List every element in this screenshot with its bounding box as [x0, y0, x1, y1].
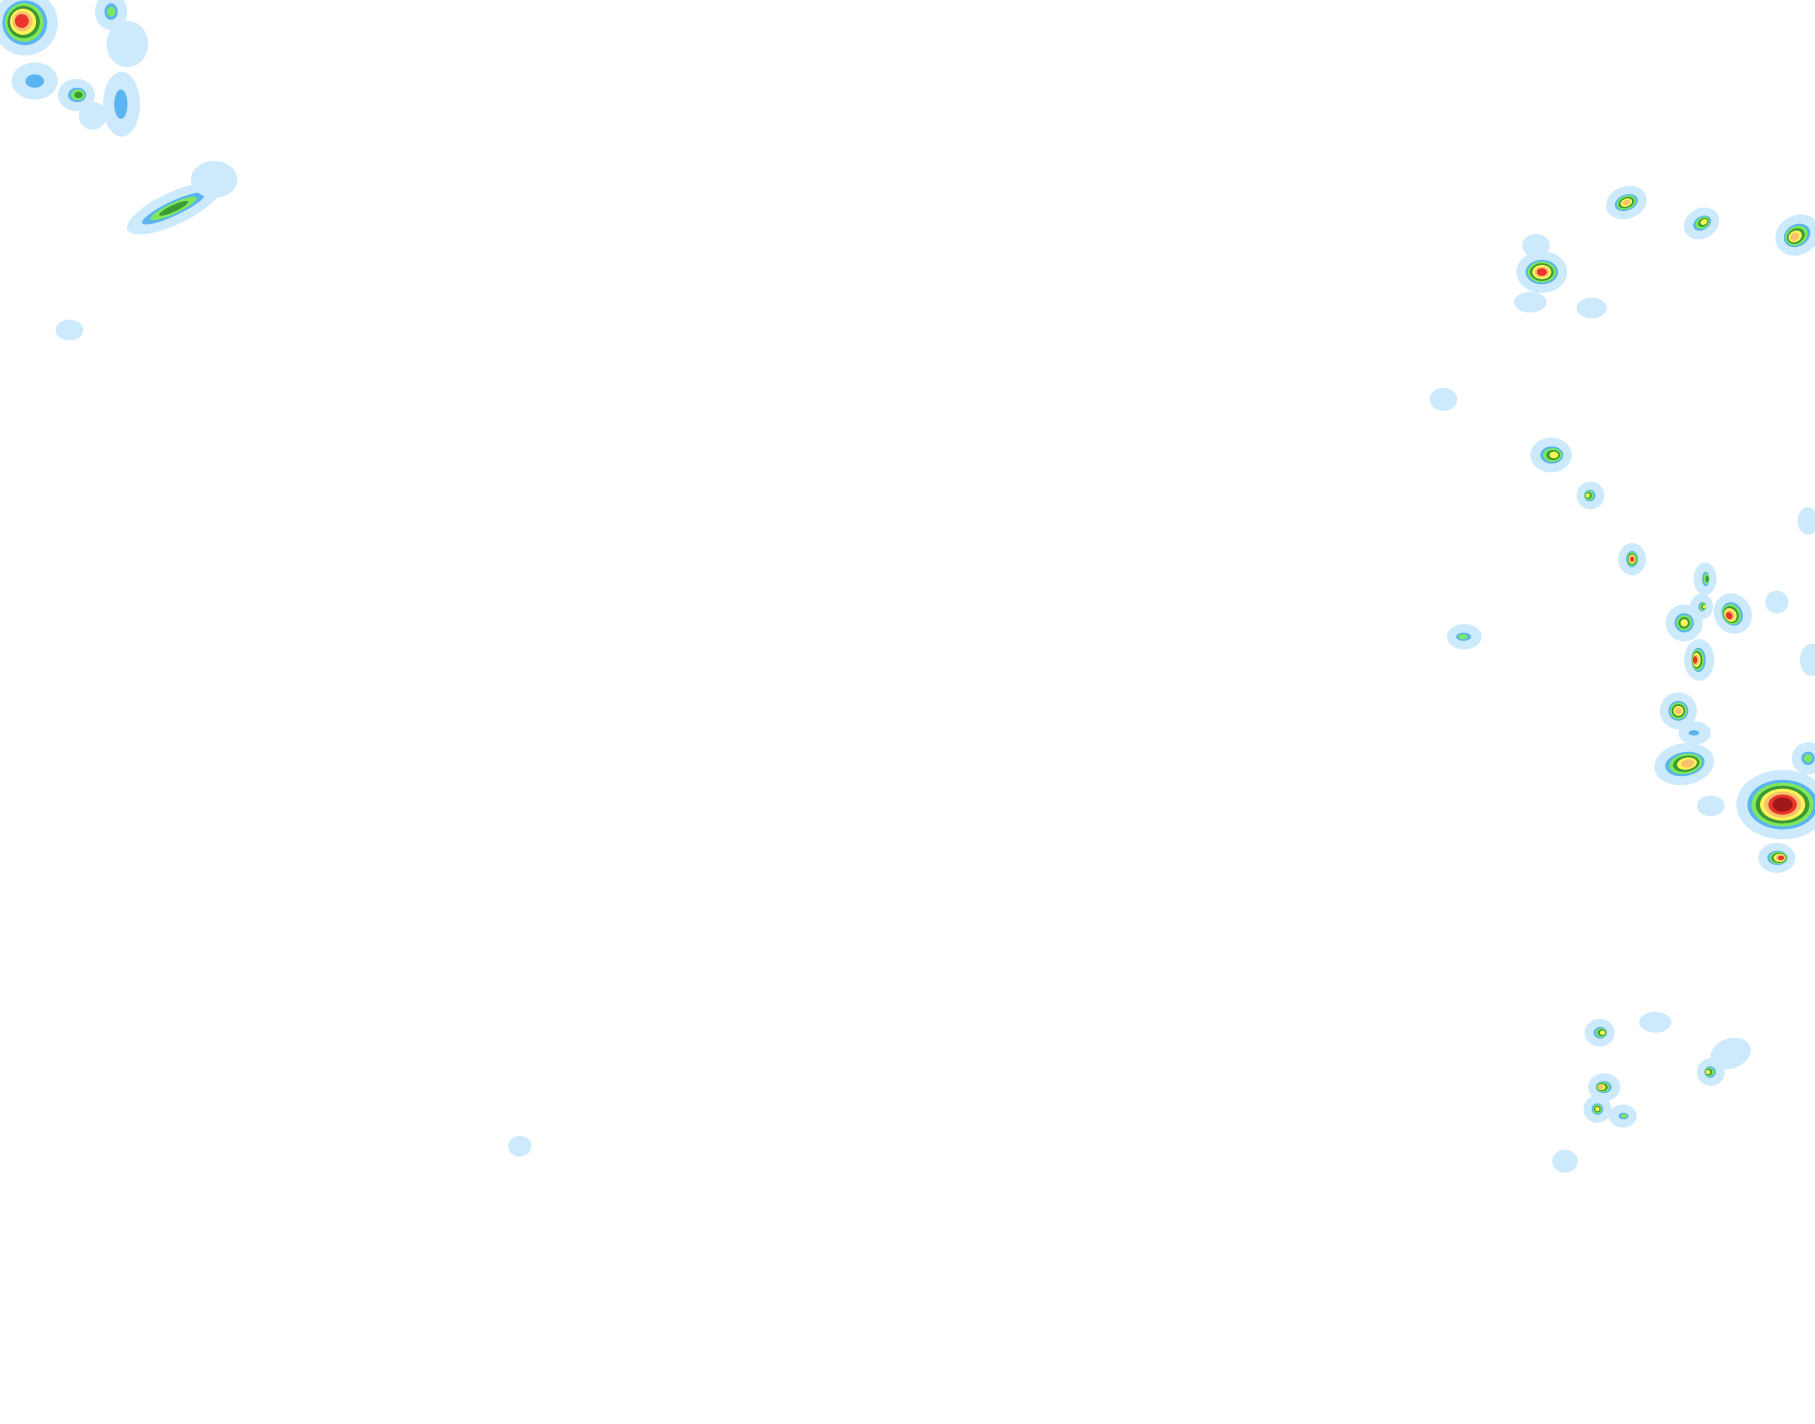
precipitation-cell — [1514, 291, 1547, 313]
reflectivity-level-0 — [78, 101, 107, 130]
reflectivity-level-0 — [1552, 1149, 1578, 1173]
reflectivity-level-3 — [74, 91, 83, 99]
precipitation-cell — [1696, 795, 1725, 817]
reflectivity-level-5 — [1622, 199, 1631, 206]
reflectivity-level-4 — [1595, 1106, 1600, 1112]
reflectivity-level-5 — [1598, 1085, 1604, 1090]
reflectivity-level-6 — [1630, 556, 1634, 562]
reflectivity-level-0 — [106, 20, 149, 68]
precipitation-cell — [1429, 387, 1458, 411]
precipitation-cell — [1576, 297, 1607, 319]
precipitation-cell — [1791, 742, 1815, 775]
reflectivity-level-0 — [1522, 233, 1550, 258]
precipitation-cell — [1693, 562, 1717, 596]
reflectivity-level-0 — [1429, 387, 1458, 411]
precipitation-cell — [1799, 643, 1815, 677]
precipitation-cell — [1775, 214, 1815, 256]
precipitation-cell — [1608, 1104, 1637, 1128]
precipitation-cell — [1713, 593, 1752, 634]
precipitation-cell — [11, 62, 58, 100]
reflectivity-level-4 — [1549, 451, 1559, 459]
reflectivity-level-5 — [1675, 707, 1682, 715]
reflectivity-level-0 — [1639, 1011, 1672, 1033]
reflectivity-level-2 — [1804, 754, 1813, 763]
reflectivity-level-0 — [1576, 297, 1607, 319]
reflectivity-level-6 — [1777, 855, 1785, 861]
precipitation-cell — [1797, 507, 1815, 535]
reflectivity-level-4 — [1700, 219, 1708, 225]
precipitation-cell — [1689, 593, 1714, 620]
precipitation-cell — [1588, 1073, 1621, 1101]
reflectivity-level-0 — [1799, 643, 1815, 677]
precipitation-cell — [126, 182, 221, 235]
precipitation-cell — [1684, 639, 1715, 681]
reflectivity-level-0 — [1696, 795, 1725, 817]
reflectivity-level-6 — [1692, 656, 1698, 664]
reflectivity-level-4 — [1585, 493, 1590, 498]
precipitation-cell — [57, 78, 95, 112]
precipitation-cell — [1678, 721, 1711, 745]
precipitation-cell — [1516, 251, 1568, 293]
reflectivity-level-0 — [508, 1135, 532, 1157]
reflectivity-level-4 — [1680, 619, 1688, 627]
reflectivity-level-4 — [1702, 604, 1706, 609]
reflectivity-level-4 — [1705, 1069, 1711, 1075]
reflectivity-level-7 — [1772, 797, 1793, 812]
reflectivity-level-0 — [1514, 291, 1547, 313]
reflectivity-level-1 — [114, 89, 128, 119]
precipitation-cell — [1696, 1058, 1725, 1086]
precipitation-cell — [1659, 692, 1697, 730]
precipitation-cell — [94, 0, 128, 31]
reflectivity-level-3 — [159, 200, 189, 216]
reflectivity-level-6 — [14, 14, 29, 28]
precipitation-cell — [1552, 1149, 1578, 1173]
precipitation-cell — [1584, 1018, 1615, 1047]
precipitation-cell — [1710, 1037, 1751, 1070]
reflectivity-level-1 — [1688, 730, 1700, 736]
reflectivity-level-0 — [1710, 1037, 1751, 1070]
reflectivity-level-5 — [1680, 759, 1695, 768]
reflectivity-level-3 — [1705, 575, 1709, 583]
precipitation-cell — [0, 0, 58, 56]
precipitation-cell — [1605, 185, 1647, 220]
reflectivity-level-0 — [55, 319, 84, 341]
reflectivity-level-0 — [1765, 590, 1789, 614]
precipitation-cell — [1618, 542, 1647, 576]
precipitation-cell — [78, 101, 107, 130]
precipitation-cell — [1654, 742, 1715, 786]
precipitation-cell — [1530, 437, 1572, 473]
precipitation-cell — [1576, 481, 1605, 510]
precipitation-cell — [1639, 1011, 1672, 1033]
precipitation-cell — [508, 1135, 532, 1157]
precipitation-cell — [1522, 233, 1550, 258]
precipitation-cell — [190, 160, 238, 198]
reflectivity-level-6 — [1536, 268, 1547, 276]
reflectivity-level-2 — [107, 6, 116, 17]
precipitation-cell — [1683, 207, 1720, 240]
precipitation-cell — [55, 319, 84, 341]
reflectivity-level-2 — [1621, 1114, 1628, 1119]
precipitation-cell — [103, 71, 141, 137]
precipitation-cell — [1446, 624, 1482, 650]
precipitation-cell — [106, 20, 149, 68]
reflectivity-level-2 — [1458, 634, 1468, 640]
precipitation-cell — [1736, 769, 1815, 840]
precipitation-cell — [1583, 1095, 1612, 1123]
reflectivity-level-5 — [1790, 232, 1800, 241]
precipitation-cell — [1758, 842, 1796, 873]
reflectivity-level-0 — [190, 160, 238, 198]
reflectivity-level-0 — [1797, 507, 1815, 535]
reflectivity-level-6 — [1725, 612, 1733, 620]
precipitation-cell — [1765, 590, 1789, 614]
reflectivity-level-1 — [25, 74, 45, 88]
reflectivity-level-4 — [1599, 1030, 1606, 1035]
